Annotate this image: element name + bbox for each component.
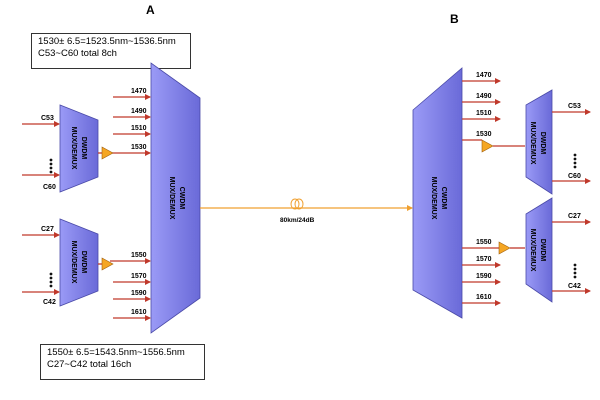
wavelength-label-left: 1470 [131, 88, 147, 95]
amplifier-right-bottom [498, 241, 511, 255]
top-note: 1530± 6.5=1523.5nm~1536.5nm C53~C60 tota… [31, 33, 191, 69]
dwdm-label-right-top-line2: MUX/DEMUX [529, 122, 536, 165]
wavelength-label-right: 1550 [476, 239, 492, 246]
ellipsis-dots-right [573, 263, 577, 267]
ellipsis-dots-left [49, 162, 53, 166]
wavelength-label-left: 1490 [131, 108, 147, 115]
dwdm-block-right-bottom [525, 197, 553, 303]
channel-label-left: C42 [43, 299, 56, 306]
ellipsis-dots-left [49, 276, 53, 280]
top-note-line1: 1530± 6.5=1523.5nm~1536.5nm [38, 36, 176, 47]
wavelength-label-left: 1610 [131, 309, 147, 316]
amplifier-left-bottom [101, 257, 114, 271]
channel-label-left: C60 [43, 184, 56, 191]
cwdm-label-right-line1: CWDM [440, 187, 447, 210]
channel-label-right: C60 [568, 173, 581, 180]
dwdm-label-right-top-line1: DWDM [539, 132, 546, 155]
wavelength-label-left: 1510 [131, 125, 147, 132]
cwdm-block-left [150, 62, 201, 334]
ellipsis-dots-left [49, 280, 53, 284]
ellipsis-dots-left [49, 272, 53, 276]
dwdm-label-right-bottom-line2: MUX/DEMUX [529, 229, 536, 272]
ellipsis-dots-right [573, 161, 577, 165]
bottom-note-line2: C27~C42 total 16ch [47, 359, 132, 370]
ellipsis-dots-right [573, 157, 577, 161]
fiber-spool-icon [290, 198, 300, 210]
channel-label-right: C42 [568, 283, 581, 290]
channel-label-left: C27 [41, 226, 54, 233]
cwdm-label-left-line1: CWDM [178, 187, 185, 210]
amplifier-right-top [481, 139, 494, 153]
panel-label-b: B [450, 12, 459, 26]
amplifier-left-top [101, 146, 114, 160]
dwdm-label-right-bottom-line1: DWDM [539, 239, 546, 262]
cwdm-block-right [412, 67, 463, 319]
ellipsis-dots-left [49, 158, 53, 162]
wavelength-label-left: 1550 [131, 252, 147, 259]
dwdm-label-left-top-line1: DWDM [80, 137, 87, 160]
ellipsis-dots-left [49, 166, 53, 170]
channel-label-left: C53 [41, 115, 54, 122]
dwdm-label-left-bottom-line1: DWDM [80, 251, 87, 274]
ellipsis-dots-right [573, 271, 577, 275]
dwdm-block-left-top [59, 104, 99, 193]
bottom-note: 1550± 6.5=1543.5nm~1556.5nm C27~C42 tota… [40, 344, 205, 380]
ellipsis-dots-left [49, 284, 53, 288]
ellipsis-dots-right [573, 165, 577, 169]
wavelength-label-right: 1530 [476, 131, 492, 138]
dwdm-label-left-bottom-line2: MUX/DEMUX [70, 241, 77, 284]
fiber-spool-icon [294, 198, 304, 210]
wavelength-label-right: 1610 [476, 294, 492, 301]
wavelength-label-right: 1570 [476, 256, 492, 263]
dwdm-block-right-top [525, 89, 553, 195]
channel-label-right: C27 [568, 213, 581, 220]
ellipsis-dots-left [49, 170, 53, 174]
dwdm-label-left-top-line2: MUX/DEMUX [70, 127, 77, 170]
bottom-note-line1: 1550± 6.5=1543.5nm~1556.5nm [47, 347, 185, 358]
wavelength-label-right: 1470 [476, 72, 492, 79]
ellipsis-dots-right [573, 275, 577, 279]
dwdm-block-left-bottom [59, 218, 99, 307]
wavelength-label-right: 1590 [476, 273, 492, 280]
wavelength-label-right: 1510 [476, 110, 492, 117]
channel-label-right: C53 [568, 103, 581, 110]
fiber-label: 80km/24dB [280, 217, 315, 224]
ellipsis-dots-right [573, 267, 577, 271]
panel-label-a: A [146, 3, 155, 17]
cwdm-label-right-line2: MUX/DEMUX [430, 177, 437, 220]
cwdm-label-left-line2: MUX/DEMUX [168, 177, 175, 220]
wavelength-label-right: 1490 [476, 93, 492, 100]
ellipsis-dots-right [573, 153, 577, 157]
wavelength-label-left: 1530 [131, 144, 147, 151]
top-note-line2: C53~C60 total 8ch [38, 48, 117, 59]
wavelength-label-left: 1590 [131, 290, 147, 297]
wavelength-label-left: 1570 [131, 273, 147, 280]
